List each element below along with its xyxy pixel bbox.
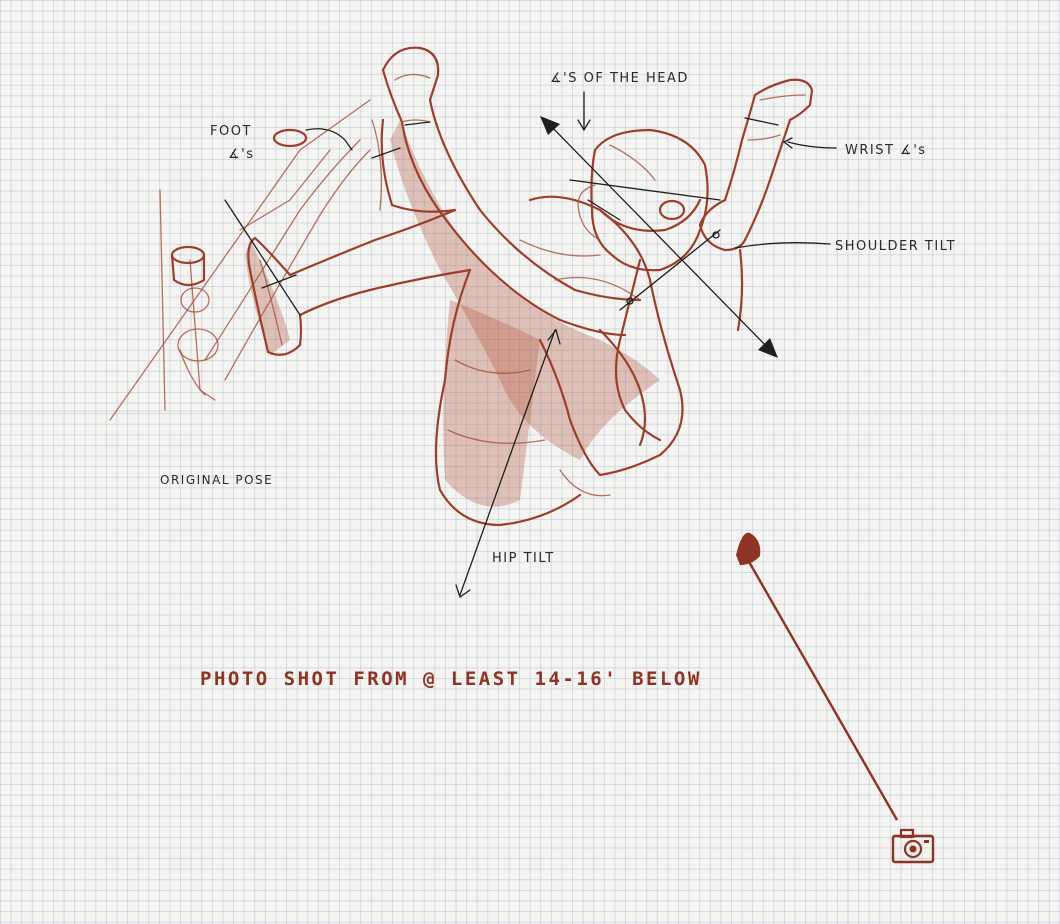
- paper-fold-crease: [0, 410, 1060, 412]
- head-angles-label: ∡'S OF THE HEAD: [550, 71, 689, 86]
- main-figure: [245, 46, 814, 527]
- foot-angles-label-symbol: ∡'s: [228, 147, 255, 162]
- original-pose-sketch: [109, 99, 371, 421]
- camera-sightline: [736, 532, 899, 821]
- construction-lines: [224, 91, 837, 599]
- photo-note-label: PHOTO SHOT FROM @ LEAST 14-16' BELOW: [200, 668, 702, 690]
- camera-icon: [891, 828, 935, 864]
- shoulder-tilt-label: SHOULDER TILT: [835, 239, 956, 254]
- arrow-head-icon: [540, 116, 560, 135]
- leg-shading: [443, 300, 540, 507]
- arrow-head-icon: [758, 338, 778, 358]
- original-pose-label: ORIGINAL POSE: [160, 473, 273, 487]
- wrist-angles-label: WRIST ∡'s: [845, 143, 927, 158]
- foot-angles-label: FOOT: [210, 124, 252, 139]
- torso-shading: [390, 120, 660, 460]
- head-outline: [590, 128, 709, 272]
- hip-tilt-label: HIP TILT: [492, 551, 555, 566]
- sightline-arrow-head-icon: [736, 532, 761, 565]
